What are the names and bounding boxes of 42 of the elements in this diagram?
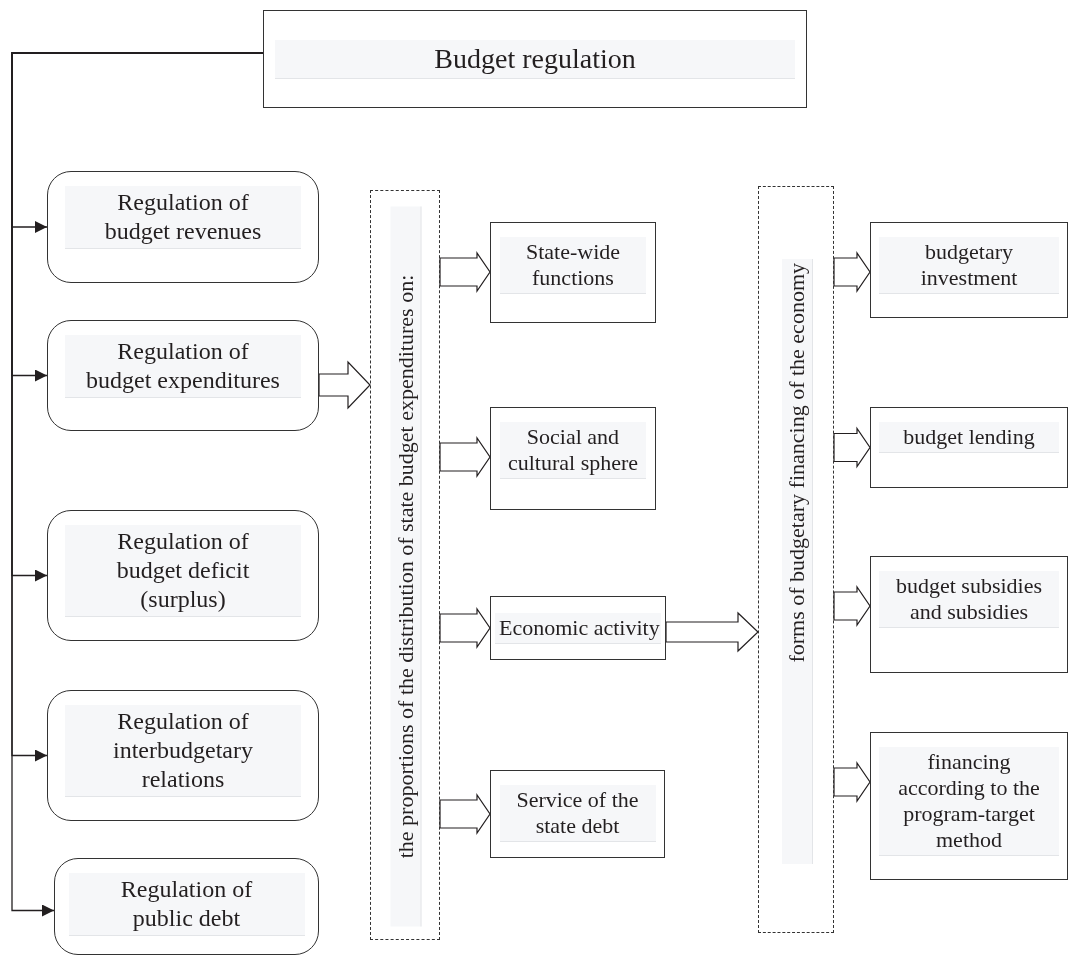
process-box <box>490 407 656 510</box>
node-label: budget subsidies and subsidies <box>879 571 1059 628</box>
process-box <box>870 732 1068 880</box>
block-arrow <box>439 251 491 293</box>
node-label: Regulation of budget expenditures <box>65 335 301 398</box>
node-label: Service of the state debt <box>499 785 656 842</box>
block-arrow <box>665 611 759 653</box>
block-arrow <box>833 761 871 803</box>
process-box <box>490 596 666 660</box>
node-label: Regulation of interbudgetary relations <box>65 705 301 797</box>
dashed-box <box>758 186 834 933</box>
node-label: budget lending <box>879 422 1059 453</box>
node-label: Regulation of budget deficit (surplus) <box>65 525 301 617</box>
rounded-box <box>47 320 319 431</box>
node-label: Social and cultural sphere <box>500 422 646 479</box>
process-box <box>263 10 807 108</box>
block-arrow <box>439 607 491 649</box>
node-label: budgetary investment <box>879 237 1059 294</box>
rounded-box <box>47 171 319 283</box>
vertical-label: the proportions of the distribution of state budget expenditures on: <box>390 206 422 927</box>
process-box <box>870 407 1068 488</box>
rounded-box <box>47 510 319 641</box>
node-label: Regulation of budget revenues <box>65 186 301 249</box>
node-label: financing according to the program-target method <box>879 747 1059 856</box>
process-box <box>490 222 656 323</box>
rounded-box <box>54 858 319 955</box>
rounded-box <box>47 690 319 821</box>
block-arrow <box>833 426 871 469</box>
vertical-label: forms of budgetary financing of the economy <box>781 258 813 864</box>
title-label: Budget regulation <box>275 39 795 79</box>
dashed-box <box>370 190 440 940</box>
process-box <box>490 770 665 858</box>
node-label: State-wide functions <box>500 237 646 294</box>
block-arrow <box>439 793 491 835</box>
block-arrow <box>318 360 371 410</box>
block-arrow <box>833 585 871 627</box>
process-box <box>870 556 1068 673</box>
block-arrow <box>439 436 491 478</box>
process-box <box>870 222 1068 318</box>
block-arrow <box>833 251 871 293</box>
node-label: Economic activity <box>495 612 661 644</box>
node-label: Regulation of public debt <box>68 873 305 936</box>
